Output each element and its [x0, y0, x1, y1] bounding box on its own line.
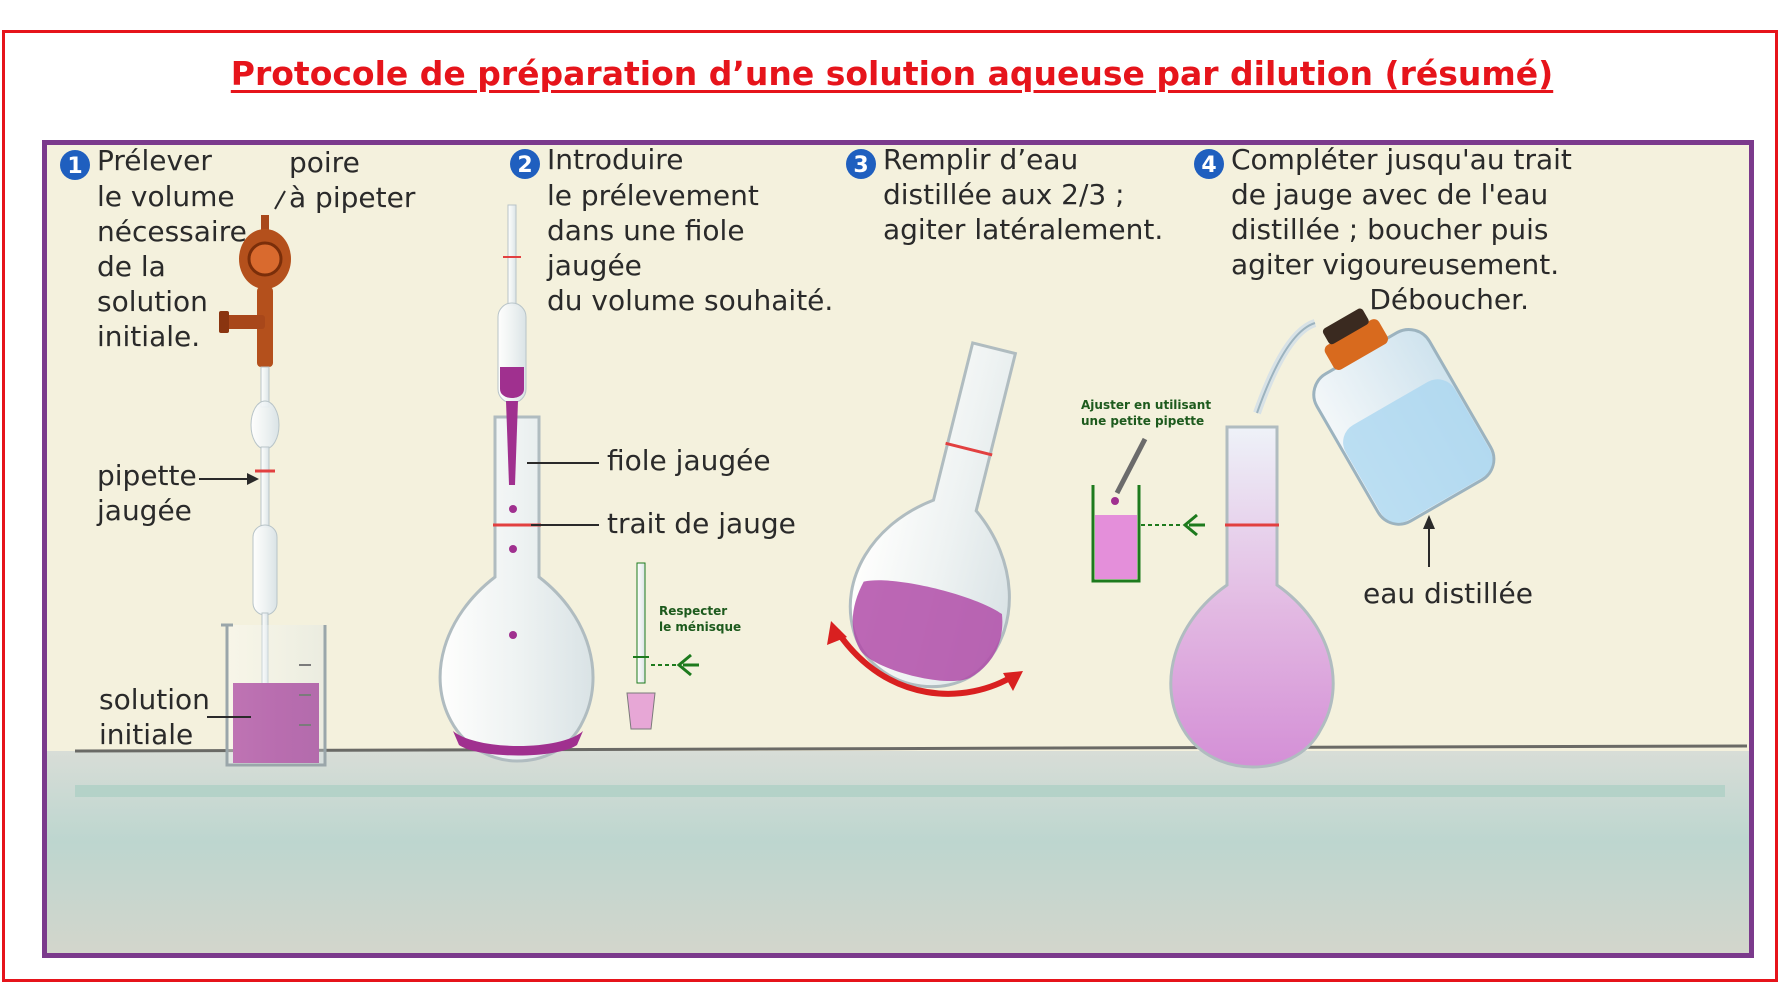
step-1-line-6: initiale.	[97, 320, 200, 353]
step-4-line-2: de jauge avec de l'eau	[1231, 178, 1548, 211]
step-4-line-4: agiter vigoureusement.	[1231, 248, 1559, 281]
step-2: 2 Introduire le prélevement dans une fio…	[438, 145, 833, 763]
protocol-diagram: 1 Prélever le volume nécessaire de la so…	[47, 145, 1749, 953]
eye-icon	[676, 653, 699, 677]
distilled-water	[1343, 379, 1493, 523]
step-3-number: 3	[853, 153, 868, 178]
step-4-line-3: distillée ; boucher puis	[1231, 213, 1548, 246]
step-3-line-1: Remplir d’eau	[883, 145, 1078, 176]
tilted-flask	[848, 341, 1018, 689]
pipette-in-flask	[497, 204, 527, 639]
label-poire-line-2: à pipeter	[289, 181, 416, 214]
step-3-line-2: distillée aux 2/3 ;	[883, 178, 1125, 211]
step-4-number: 4	[1201, 153, 1216, 178]
step-1-line-4: de la	[97, 250, 166, 283]
step-1-line-3: nécessaire	[97, 215, 247, 248]
step-2-line-2: le prélevement	[547, 179, 759, 212]
wash-bottle	[1253, 308, 1496, 526]
outer-frame	[2, 30, 1778, 982]
step-4-number-badge	[1194, 149, 1224, 179]
label-menisque-line-2: le ménisque	[659, 620, 741, 634]
step-1-line-1: Prélever	[97, 145, 212, 177]
poire-pointer	[274, 190, 286, 210]
step-2-line-4: jaugée	[546, 249, 642, 282]
step-2-line-1: Introduire	[547, 145, 683, 176]
step-4: 4 Compléter jusqu'au trait de jauge avec…	[1081, 145, 1572, 769]
volumetric-flask-step-4	[1169, 425, 1335, 769]
step-4-line-1: Compléter jusqu'au trait	[1231, 145, 1572, 176]
swirl-arrow-head-right	[1003, 671, 1023, 691]
label-ajuster-line-1: Ajuster en utilisant	[1081, 398, 1211, 412]
protocol-illustration: 1 Prélever le volume nécessaire de la so…	[42, 140, 1754, 958]
label-solution-line-2: initiale	[99, 718, 193, 751]
swirl-arrow	[834, 629, 1017, 697]
step-1-number-badge	[60, 150, 90, 180]
label-ajuster-line-2: une petite pipette	[1081, 414, 1204, 428]
step-3-number-badge	[846, 149, 876, 179]
label-pipette-line-2: jaugée	[96, 494, 192, 527]
label-solution-line-1: solution	[99, 683, 210, 716]
step-2-line-3: dans une fiole	[547, 214, 745, 247]
pipette-bulb	[219, 215, 291, 367]
transferred-solution	[453, 731, 583, 756]
eye-icon-step-4	[1182, 513, 1205, 537]
meniscus-detail: Respecter le ménisque	[626, 562, 741, 730]
bench-stripe	[75, 785, 1725, 797]
lab-bench	[47, 751, 1749, 953]
adjust-detail: Ajuster en utilisant une petite pipette	[1081, 398, 1211, 583]
step-1-line-2: le volume	[97, 180, 235, 213]
volumetric-flask-step-2	[438, 415, 595, 763]
page-title: Protocole de préparation d’une solution …	[230, 54, 1554, 93]
label-poire-line-1: poire	[289, 146, 360, 179]
bench-edge	[74, 744, 1748, 753]
step-2-number-badge	[510, 149, 540, 179]
step-3-line-3: agiter latéralement.	[883, 213, 1163, 246]
label-pipette-line-1: pipette	[97, 459, 197, 492]
step-1: 1 Prélever le volume nécessaire de la so…	[60, 145, 416, 767]
two-thirds-filled-liquid	[852, 580, 1003, 682]
label-fiole-jaugee: fiole jaugée	[607, 444, 771, 477]
beaker	[221, 623, 327, 767]
step-1-number: 1	[67, 154, 82, 179]
label-menisque-line-1: Respecter	[659, 604, 727, 618]
label-trait-de-jauge: trait de jauge	[607, 507, 796, 540]
pipette-pointer-head	[247, 473, 259, 485]
swirl-arrow-head-left	[827, 621, 847, 645]
step-1-line-5: solution	[97, 285, 208, 318]
step-2-number: 2	[517, 153, 532, 178]
label-eau-distillee: eau distillée	[1363, 577, 1533, 610]
step-3: 3 Remplir d’eau distillée aux 2/3 ; agit…	[827, 145, 1163, 697]
step-4-line-5: Déboucher.	[1369, 283, 1529, 316]
eau-pointer-head	[1423, 515, 1435, 529]
step-2-line-5: du volume souhaité.	[547, 284, 833, 317]
